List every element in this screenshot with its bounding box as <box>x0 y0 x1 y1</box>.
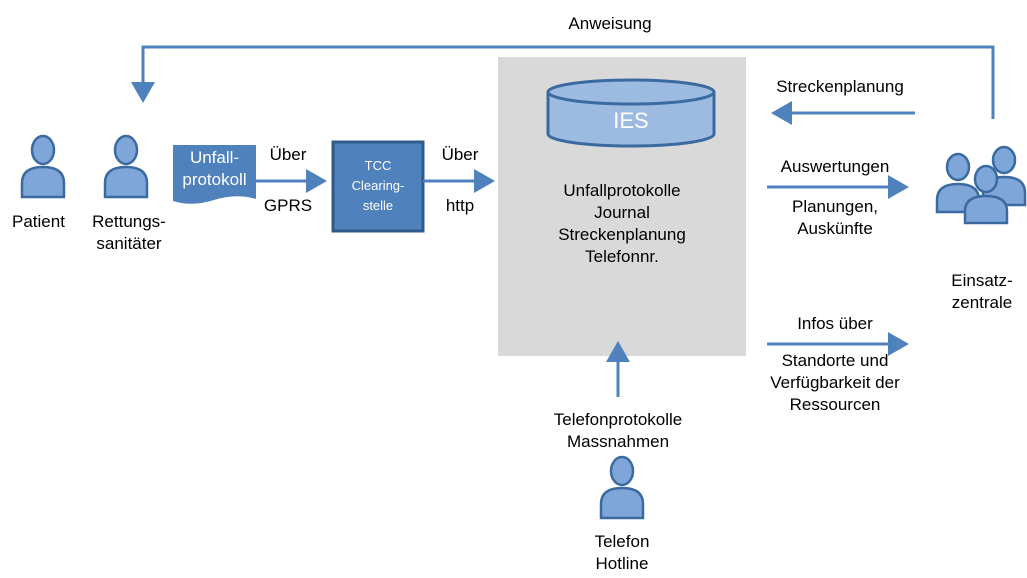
patient-label: Patient <box>12 212 65 231</box>
hotline-person-icon <box>599 455 645 520</box>
gprs-label-line1: Über <box>269 145 307 164</box>
auswertungen-label: Auswertungen <box>780 157 890 176</box>
protocol-document-label-line2: protokoll <box>182 170 247 189</box>
standorte-label-line2: Verfügbarkeit der <box>770 373 900 392</box>
ies-item: Streckenplanung <box>558 225 686 244</box>
telefonprotokolle-label-line2: Massnahmen <box>566 432 670 451</box>
standorte-label-line3: Ressourcen <box>789 395 881 414</box>
tcc-box <box>331 140 425 233</box>
telefonprotokolle-label-line1: Telefonprotokolle <box>553 410 683 429</box>
tcc-label-line3: stelle <box>362 198 394 213</box>
rettungssanitaeter-label-line1: Rettungs- <box>92 212 166 231</box>
planungen-label-line2: Auskünfte <box>797 219 873 238</box>
planungen-label-line1: Planungen, <box>791 197 879 216</box>
http-label-line1: Über <box>441 145 479 164</box>
einsatzzentrale-group-icon <box>935 145 1027 225</box>
infos-label: Infos über <box>797 314 873 333</box>
patient-person-icon <box>20 134 66 199</box>
hotline-label-line2: Hotline <box>595 554 649 573</box>
standorte-label-line1: Standorte und <box>781 351 889 370</box>
anweisung-arrow <box>131 45 995 119</box>
protocol-document-label-line1: Unfall- <box>189 148 240 167</box>
database-icon <box>546 78 716 148</box>
streckenplanung-label: Streckenplanung <box>776 77 904 96</box>
anweisung-label: Anweisung <box>568 14 652 33</box>
tcc-label-line1: TCC <box>364 158 392 173</box>
ies-label: IES <box>613 108 649 133</box>
einsatzzentrale-label-line1: Einsatz- <box>951 271 1013 290</box>
rettungssanitaeter-person-icon <box>103 134 149 199</box>
einsatzzentrale-label-line2: zentrale <box>951 293 1013 312</box>
tcc-label-line2: Clearing- <box>351 178 405 193</box>
gprs-label-line2: GPRS <box>263 196 313 215</box>
hotline-label-line1: Telefon <box>594 532 650 551</box>
ies-item: Unfallprotokolle <box>563 181 681 200</box>
http-label-line2: http <box>445 196 475 215</box>
protocol-document-icon <box>173 145 256 204</box>
ies-item: Journal <box>594 203 650 222</box>
rettungssanitaeter-label-line2: sanitäter <box>96 234 162 253</box>
ies-item: Telefonnr. <box>585 247 659 266</box>
